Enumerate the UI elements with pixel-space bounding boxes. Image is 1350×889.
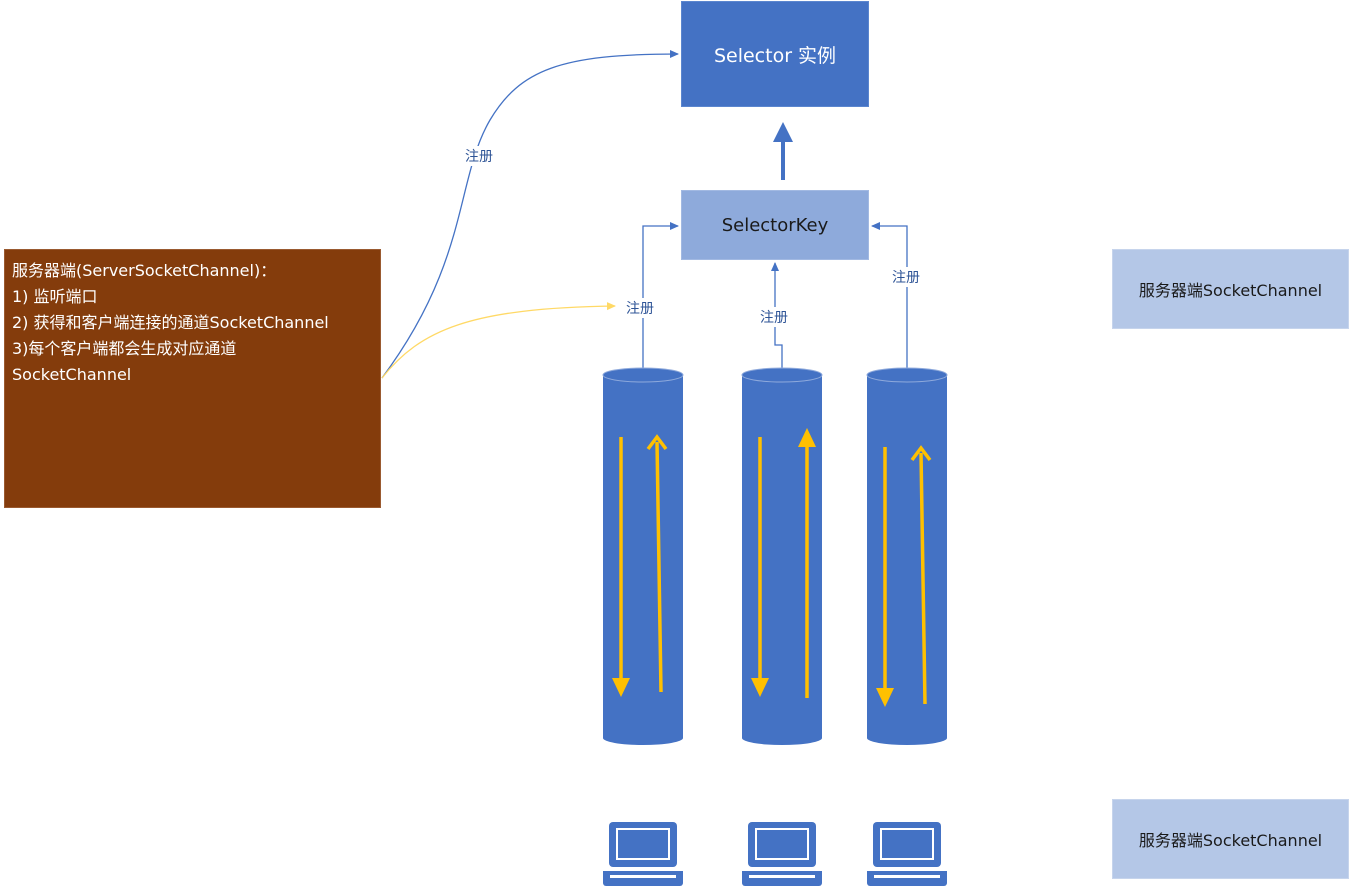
register-label-channel-2: 注册 xyxy=(759,307,789,327)
selector-key-node: SelectorKey xyxy=(681,190,869,260)
server-socket-channel-node: 服务器端(ServerSocketChannel)： 1) 监听端口 2) 获得… xyxy=(4,249,381,508)
channel-box-bottom-label: 服务器端SocketChannel xyxy=(1138,831,1323,850)
channel-2-to-key-connector xyxy=(771,262,783,368)
selector-key-label: SelectorKey xyxy=(721,214,829,236)
register-label-server-key: 注册 xyxy=(625,298,655,318)
server-to-selector-connector xyxy=(381,50,679,379)
key-to-selector-arrow xyxy=(773,122,793,180)
pipe-cylinder-icon xyxy=(741,367,823,745)
selector-instance-node: Selector 实例 xyxy=(681,1,869,107)
laptop-icon xyxy=(742,822,822,886)
register-label-channel-3: 注册 xyxy=(891,267,921,287)
register-label-server-selector: 注册 xyxy=(464,146,494,166)
server-socket-channel-box-top: 服务器端SocketChannel xyxy=(1112,249,1349,329)
server-line-4: 3)每个客户端都会生成对应通道 xyxy=(12,339,237,358)
laptop-icon xyxy=(603,822,683,886)
server-line-1: 服务器端(ServerSocketChannel)： xyxy=(12,261,277,280)
channel-box-top-label: 服务器端SocketChannel xyxy=(1138,281,1323,300)
laptop-icon xyxy=(867,822,947,886)
server-line-5: SocketChannel xyxy=(12,365,132,384)
pipe-cylinder-icon xyxy=(602,367,684,745)
pipe-cylinder-icon xyxy=(866,367,948,745)
server-to-key-connector xyxy=(381,302,616,379)
server-socket-channel-box-bottom: 服务器端SocketChannel xyxy=(1112,799,1349,879)
server-line-2: 1) 监听端口 xyxy=(12,287,98,306)
server-line-3: 2) 获得和客户端连接的通道SocketChannel xyxy=(12,313,329,332)
selector-instance-label: Selector 实例 xyxy=(713,44,837,67)
channel-3-to-key-connector xyxy=(871,222,908,368)
channel-1-to-key-connector xyxy=(642,222,679,368)
